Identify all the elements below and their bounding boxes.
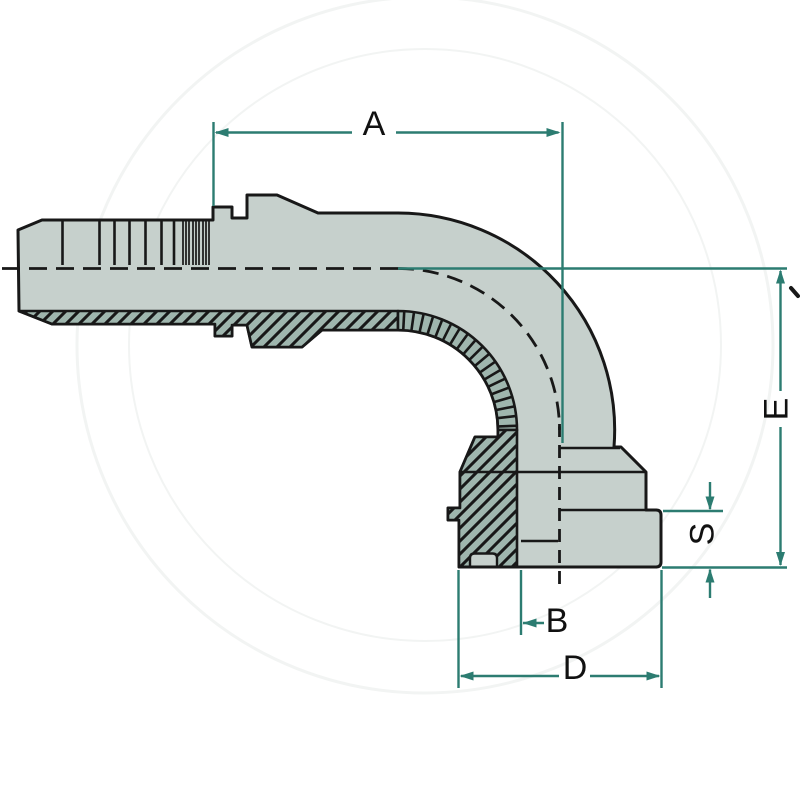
dim-d-arrow-left xyxy=(459,671,474,681)
internal-step-lines xyxy=(460,446,657,543)
bend-tick xyxy=(468,346,484,361)
bend-tick xyxy=(402,311,406,330)
bend-tick xyxy=(474,353,490,367)
bend-tick xyxy=(456,333,469,350)
dim-a-label: A xyxy=(363,105,386,143)
bend-tick xyxy=(449,328,461,345)
fitting-body xyxy=(16,193,663,569)
centerlines xyxy=(2,267,561,590)
dim-e-arrow-down xyxy=(776,552,785,566)
dimension-s: S xyxy=(663,482,723,598)
dim-a-arrow-right xyxy=(546,128,561,137)
dimension-e: E xyxy=(398,267,796,569)
stray-mark xyxy=(789,286,800,298)
dim-s-arrow-up xyxy=(705,568,715,583)
dim-a-arrow-left xyxy=(214,128,229,137)
dim-s-arrow-down xyxy=(705,496,715,511)
bend-tick xyxy=(434,319,444,337)
dim-e-arrow-up xyxy=(776,269,785,284)
dimension-a: A xyxy=(212,105,564,443)
barb-rib-lines xyxy=(61,221,176,265)
dim-b-arrow-left xyxy=(522,618,537,628)
dim-s-label: S xyxy=(684,523,722,546)
section-bend-ticks xyxy=(402,311,517,428)
bend-tick xyxy=(497,414,516,420)
dimension-d: D xyxy=(457,570,663,688)
centerline-bend-arc xyxy=(397,267,561,431)
bend-tick xyxy=(498,424,517,428)
section-vertical-wall xyxy=(446,428,519,569)
dimension-b: B xyxy=(519,570,569,640)
bend-tick xyxy=(494,395,512,404)
dim-b-label: B xyxy=(546,602,569,640)
dim-d-arrow-right xyxy=(646,671,661,681)
bend-tick xyxy=(410,312,416,331)
thread-lines xyxy=(182,221,210,265)
bend-tick xyxy=(462,339,477,355)
bend-tick xyxy=(488,377,506,388)
bend-tick xyxy=(496,405,515,412)
bend-tick xyxy=(426,316,435,335)
dim-d-label: D xyxy=(563,649,588,687)
bend-tick xyxy=(418,314,425,332)
oring-groove xyxy=(468,552,499,567)
bend-tick xyxy=(491,386,509,396)
bend-tick xyxy=(484,369,501,381)
bend-tick xyxy=(441,323,453,341)
watermark xyxy=(75,0,775,695)
bend-tick xyxy=(479,361,496,374)
dim-e-label: E xyxy=(758,398,796,421)
